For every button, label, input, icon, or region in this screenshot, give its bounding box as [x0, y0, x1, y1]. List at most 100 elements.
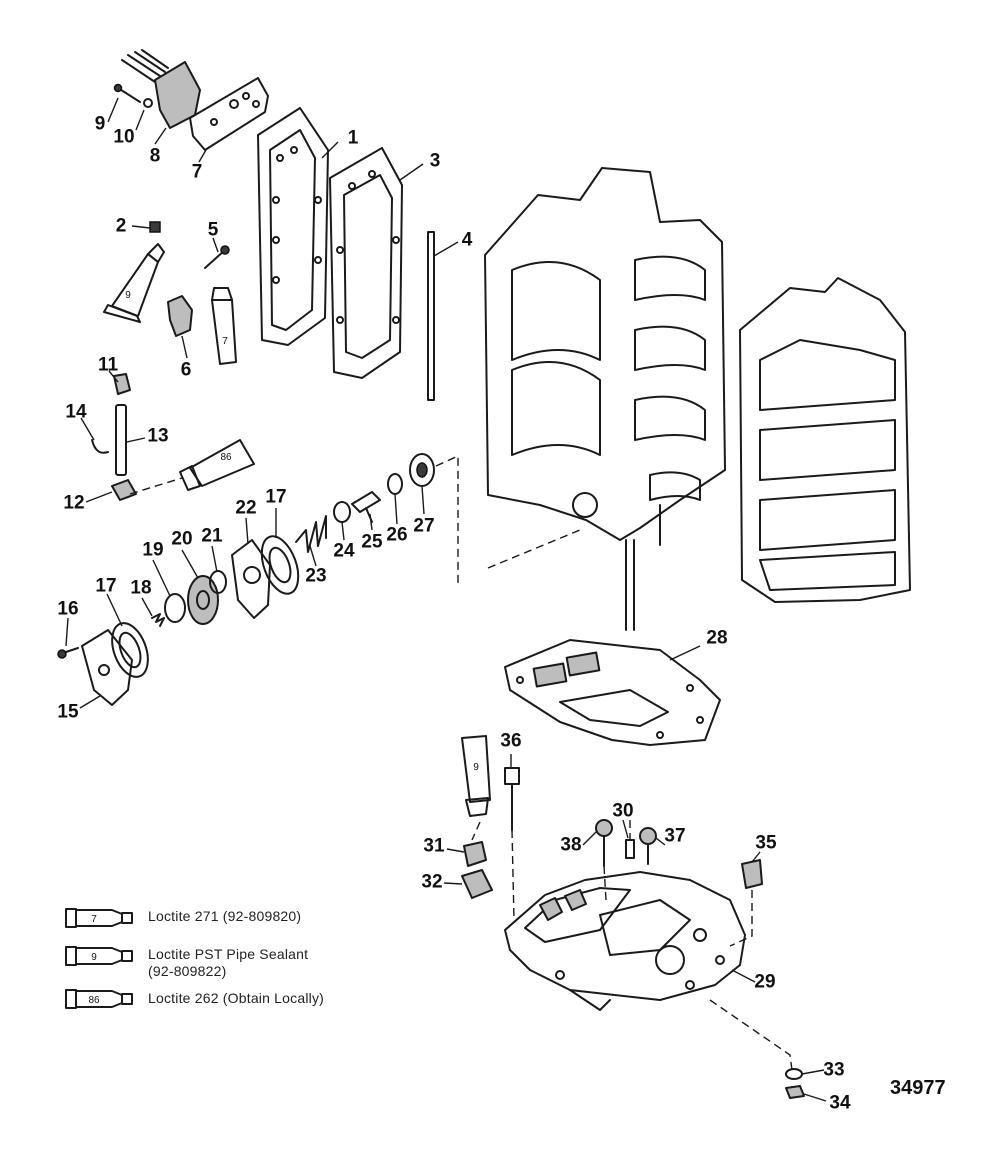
part-8-housing: [121, 49, 201, 129]
callout-35: 35: [755, 832, 777, 854]
part-21-washer: [209, 570, 227, 594]
part-11-fitting: [113, 373, 131, 395]
part-22-housing: [231, 539, 271, 619]
callout-15: 15: [57, 701, 79, 723]
callout-27: 27: [413, 515, 435, 537]
callout-31: 31: [423, 835, 445, 857]
legend-text-loctite-271: Loctite 271 (92-809820): [148, 908, 302, 924]
callout-2: 2: [115, 215, 127, 237]
tube-to-fitting-line: [471, 821, 481, 841]
part-34-nut: [785, 1085, 805, 1099]
callout-29: 29: [754, 971, 776, 993]
svg-text:7: 7: [91, 914, 97, 925]
legend-row-pst-sealant: Loctite PST Pipe Sealant (92-809822): [66, 946, 308, 980]
svg-text:86: 86: [88, 995, 100, 1006]
callout-21: 21: [201, 525, 223, 547]
part-30-pin: [625, 839, 635, 859]
callout-17-left: 17: [95, 575, 117, 597]
part-20-diaphragm: [187, 575, 219, 625]
part-37-bolt: [639, 827, 657, 865]
part-12-fitting: [111, 479, 137, 501]
legend-tube-7: [66, 908, 134, 928]
tube-86-loctite: 86: [179, 439, 255, 491]
callout-24: 24: [333, 540, 355, 562]
part-35-plug: [741, 859, 763, 889]
callout-34: 34: [829, 1092, 851, 1114]
part-1-cover-plate: [257, 107, 329, 346]
tube-9-sealant-upper: 9: [103, 243, 165, 323]
legend-text-loctite-262: Loctite 262 (Obtain Locally): [148, 990, 325, 1006]
part-16-screw: [57, 647, 79, 659]
legend-text-pst-sealant: Loctite PST Pipe Sealant (92-809822): [148, 946, 309, 979]
callout-26: 26: [386, 524, 408, 546]
callout-7: 7: [191, 161, 203, 183]
callout-4: 4: [461, 229, 473, 251]
part-29-adapter-plate: [504, 871, 746, 1011]
part-33-washer: [785, 1068, 803, 1080]
legend-tube-86-icon: 86: [65, 989, 133, 1009]
callout-12: 12: [63, 492, 85, 514]
callout-3: 3: [429, 150, 441, 172]
callout-11: 11: [97, 354, 119, 376]
part-9-screw: [113, 83, 141, 103]
part-26-oring: [387, 473, 403, 495]
callout-28: 28: [706, 627, 728, 649]
part-15-cover: [81, 629, 133, 706]
plate-to-washer-line: [709, 999, 793, 1071]
part-23-spring: [295, 515, 327, 553]
callout-10: 10: [113, 126, 135, 148]
part-32-elbow: [461, 869, 493, 899]
callout-6: 6: [180, 359, 192, 381]
callout-13: 13: [147, 425, 169, 447]
legend-row-loctite-271: Loctite 271 (92-809820): [66, 908, 301, 928]
callout-19: 19: [142, 539, 164, 561]
callout-8: 8: [149, 145, 161, 167]
callout-33: 33: [823, 1059, 845, 1081]
callout-32: 32: [421, 871, 443, 893]
figure-id: 34977: [890, 1077, 946, 1099]
part-7-gasket-small: [189, 77, 269, 151]
part-4-seal-strip: [427, 231, 435, 401]
valve-to-block-line: [487, 529, 581, 569]
callout-22: 22: [235, 497, 257, 519]
legend-tube-86: [66, 990, 134, 1010]
tube-36-label: 9: [473, 762, 479, 773]
part-27-seat: [409, 453, 435, 487]
part-18-spring-small: [151, 613, 165, 627]
callout-30: 30: [612, 800, 634, 822]
part-38-bolt: [595, 819, 613, 867]
cylinder-block: [484, 167, 726, 631]
legend-tube-9-icon: 9: [65, 946, 133, 966]
part-2-plug: [149, 221, 161, 233]
tube-2-label: 9: [125, 290, 131, 301]
callout-25: 25: [361, 531, 383, 553]
tube-13-label: 86: [220, 452, 232, 463]
legend-tube-icons: 7 9 86: [65, 908, 133, 1009]
legend-row-loctite-262: Loctite 262 (Obtain Locally): [66, 990, 324, 1010]
part-25-valve: [351, 491, 381, 523]
part-10-washer: [143, 98, 153, 108]
part-31-fitting: [463, 841, 487, 867]
callout-36: 36: [500, 730, 522, 752]
part-14-clamp: [91, 439, 109, 454]
plug-35-line: [729, 890, 753, 947]
callout-9: 9: [94, 113, 106, 135]
tube-7-loctite: 7: [211, 287, 237, 365]
part-36-screw: [504, 767, 520, 831]
callout-18: 18: [130, 577, 152, 599]
part-6-clip: [167, 295, 193, 337]
part-3-gasket: [329, 147, 403, 379]
callout-17-right: 17: [265, 486, 287, 508]
part-19-disc: [164, 593, 186, 623]
callout-1: 1: [347, 127, 359, 149]
part-24-washer: [333, 501, 351, 523]
callout-20: 20: [171, 528, 193, 550]
crankcase-cover: [739, 277, 911, 603]
legend-tube-9: [66, 946, 134, 966]
part-13-hose: [115, 404, 127, 476]
callout-5: 5: [207, 219, 219, 241]
callout-37: 37: [664, 825, 686, 847]
callout-16: 16: [57, 598, 79, 620]
